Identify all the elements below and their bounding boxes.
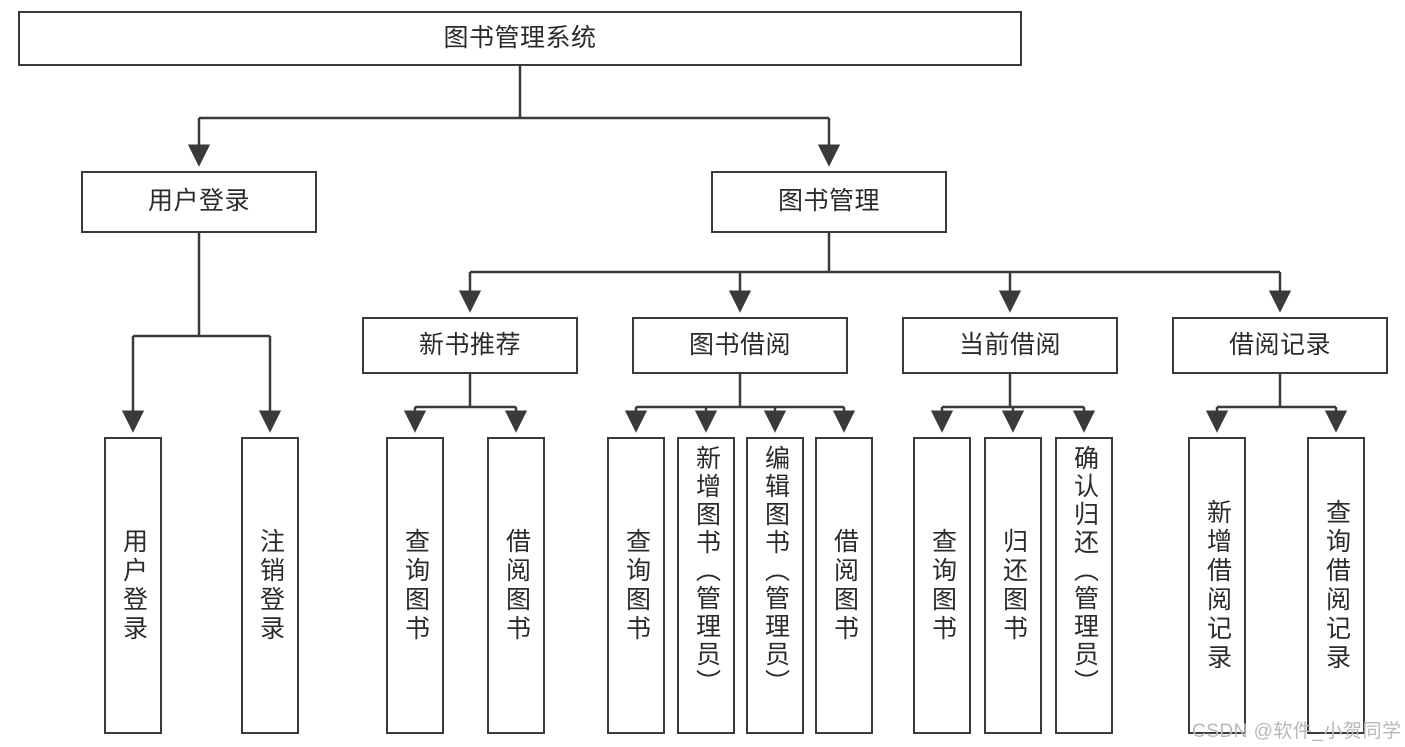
leaf-query-borrow-record[interactable]: 查询借阅记录 bbox=[1307, 437, 1365, 734]
node-root-system[interactable]: 图书管理系统 bbox=[18, 11, 1022, 66]
leaf-return-book[interactable]: 归还图书 bbox=[984, 437, 1042, 734]
node-current-borrow-label: 当前借阅 bbox=[958, 330, 1061, 359]
leaf-add-borrow-record[interactable]: 新增借阅记录 bbox=[1188, 437, 1246, 734]
leaf-edit-book-admin[interactable]: 编辑图书（管理员） bbox=[746, 437, 804, 734]
leaf-add-book-admin[interactable]: 新增图书（管理员） bbox=[677, 437, 735, 734]
node-current-borrow[interactable]: 当前借阅 bbox=[902, 317, 1118, 374]
csdn-watermark: CSDN @软件_小贺同学 bbox=[1192, 721, 1402, 742]
node-book-borrow-label: 图书借阅 bbox=[688, 330, 791, 359]
leaf-borrow-book[interactable]: 借阅图书 bbox=[815, 437, 873, 734]
node-book-borrow[interactable]: 图书借阅 bbox=[632, 317, 848, 374]
leaf-query-book-borrow[interactable]: 查询图书 bbox=[607, 437, 665, 734]
node-new-book-recommend-label: 新书推荐 bbox=[418, 330, 521, 359]
node-book-management-label: 图书管理 bbox=[777, 187, 880, 216]
leaf-logout-login[interactable]: 注销登录 bbox=[241, 437, 299, 734]
leaf-query-book-current[interactable]: 查询图书 bbox=[913, 437, 971, 734]
leaf-borrow-book-recommend[interactable]: 借阅图书 bbox=[487, 437, 545, 734]
node-root-system-label: 图书管理系统 bbox=[443, 23, 597, 52]
leaf-query-book-recommend[interactable]: 查询图书 bbox=[386, 437, 444, 734]
node-book-management[interactable]: 图书管理 bbox=[711, 171, 947, 233]
leaf-confirm-return-admin[interactable]: 确认归还（管理员） bbox=[1055, 437, 1113, 734]
node-borrow-record[interactable]: 借阅记录 bbox=[1172, 317, 1388, 374]
leaf-user-login[interactable]: 用户登录 bbox=[104, 437, 162, 734]
node-new-book-recommend[interactable]: 新书推荐 bbox=[362, 317, 578, 374]
node-user-login-label: 用户登录 bbox=[147, 187, 250, 216]
node-user-login[interactable]: 用户登录 bbox=[81, 171, 317, 233]
node-borrow-record-label: 借阅记录 bbox=[1228, 330, 1331, 359]
